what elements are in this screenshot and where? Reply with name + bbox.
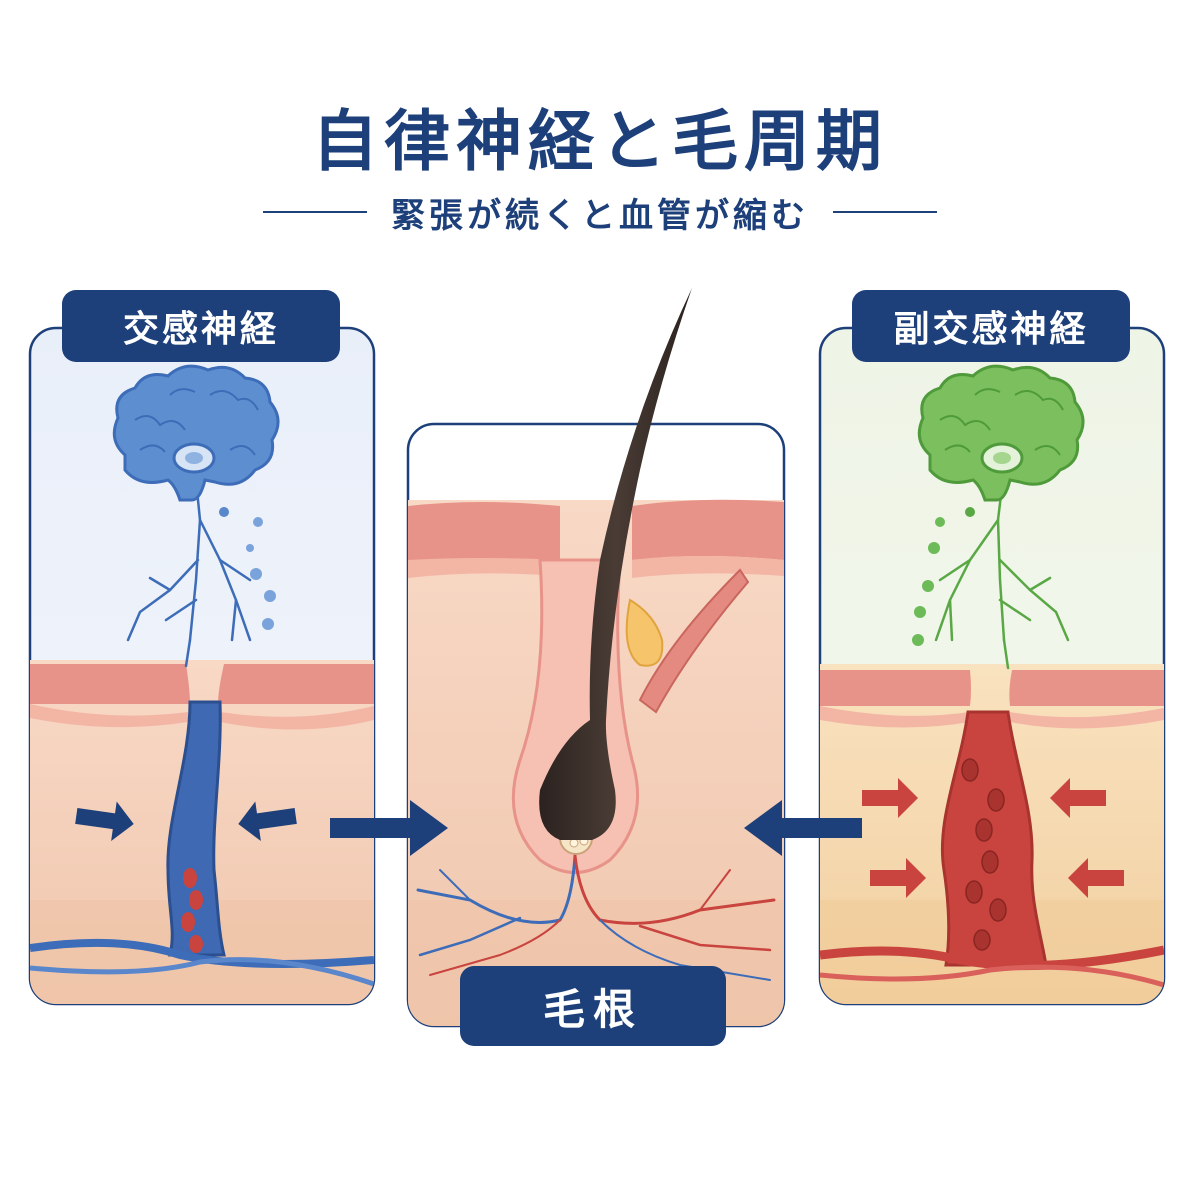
subtitle-rule-left [263, 211, 367, 213]
arrow-left-icon [744, 800, 862, 856]
sympathetic-label: 交感神経 [62, 290, 340, 362]
sympathetic-panel [28, 326, 376, 1006]
brain-blue-icon [112, 364, 280, 502]
page-subtitle: 緊張が続くと血管が縮む [391, 195, 809, 236]
brain-green-icon [917, 364, 1085, 502]
arrow-right-icon [330, 800, 448, 856]
parasympathetic-panel [818, 326, 1166, 1006]
subtitle-row: 緊張が続くと血管が縮む [0, 188, 1200, 236]
subtitle-rule-right [833, 211, 937, 213]
hair-root-panel [406, 288, 786, 1028]
page-title: 自律神経と毛周期 [312, 103, 888, 180]
parasympathetic-label: 副交感神経 [852, 290, 1130, 362]
hair-strand-icon [539, 288, 692, 840]
hair-root-label: 毛根 [460, 966, 726, 1046]
